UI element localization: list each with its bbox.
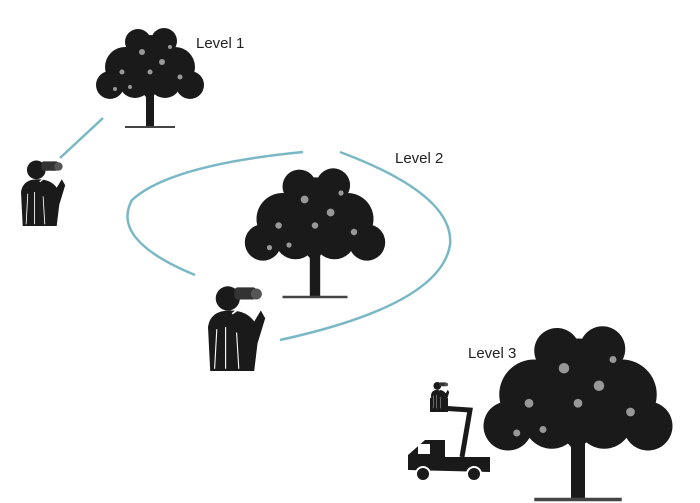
label-level-2: Level 2 (395, 150, 444, 167)
sight-line-level1 (59, 117, 104, 159)
person-with-binoculars-icon (20, 159, 66, 227)
tree-icon (94, 26, 206, 129)
label-level-3: Level 3 (468, 345, 517, 362)
sight-arc-right (279, 150, 452, 342)
label-level-1: Level 1 (196, 35, 245, 52)
person-with-binoculars-icon (207, 285, 267, 372)
tree-icon (242, 166, 388, 299)
sight-arc-left (126, 150, 304, 277)
bucket-truck-icon (408, 381, 490, 482)
